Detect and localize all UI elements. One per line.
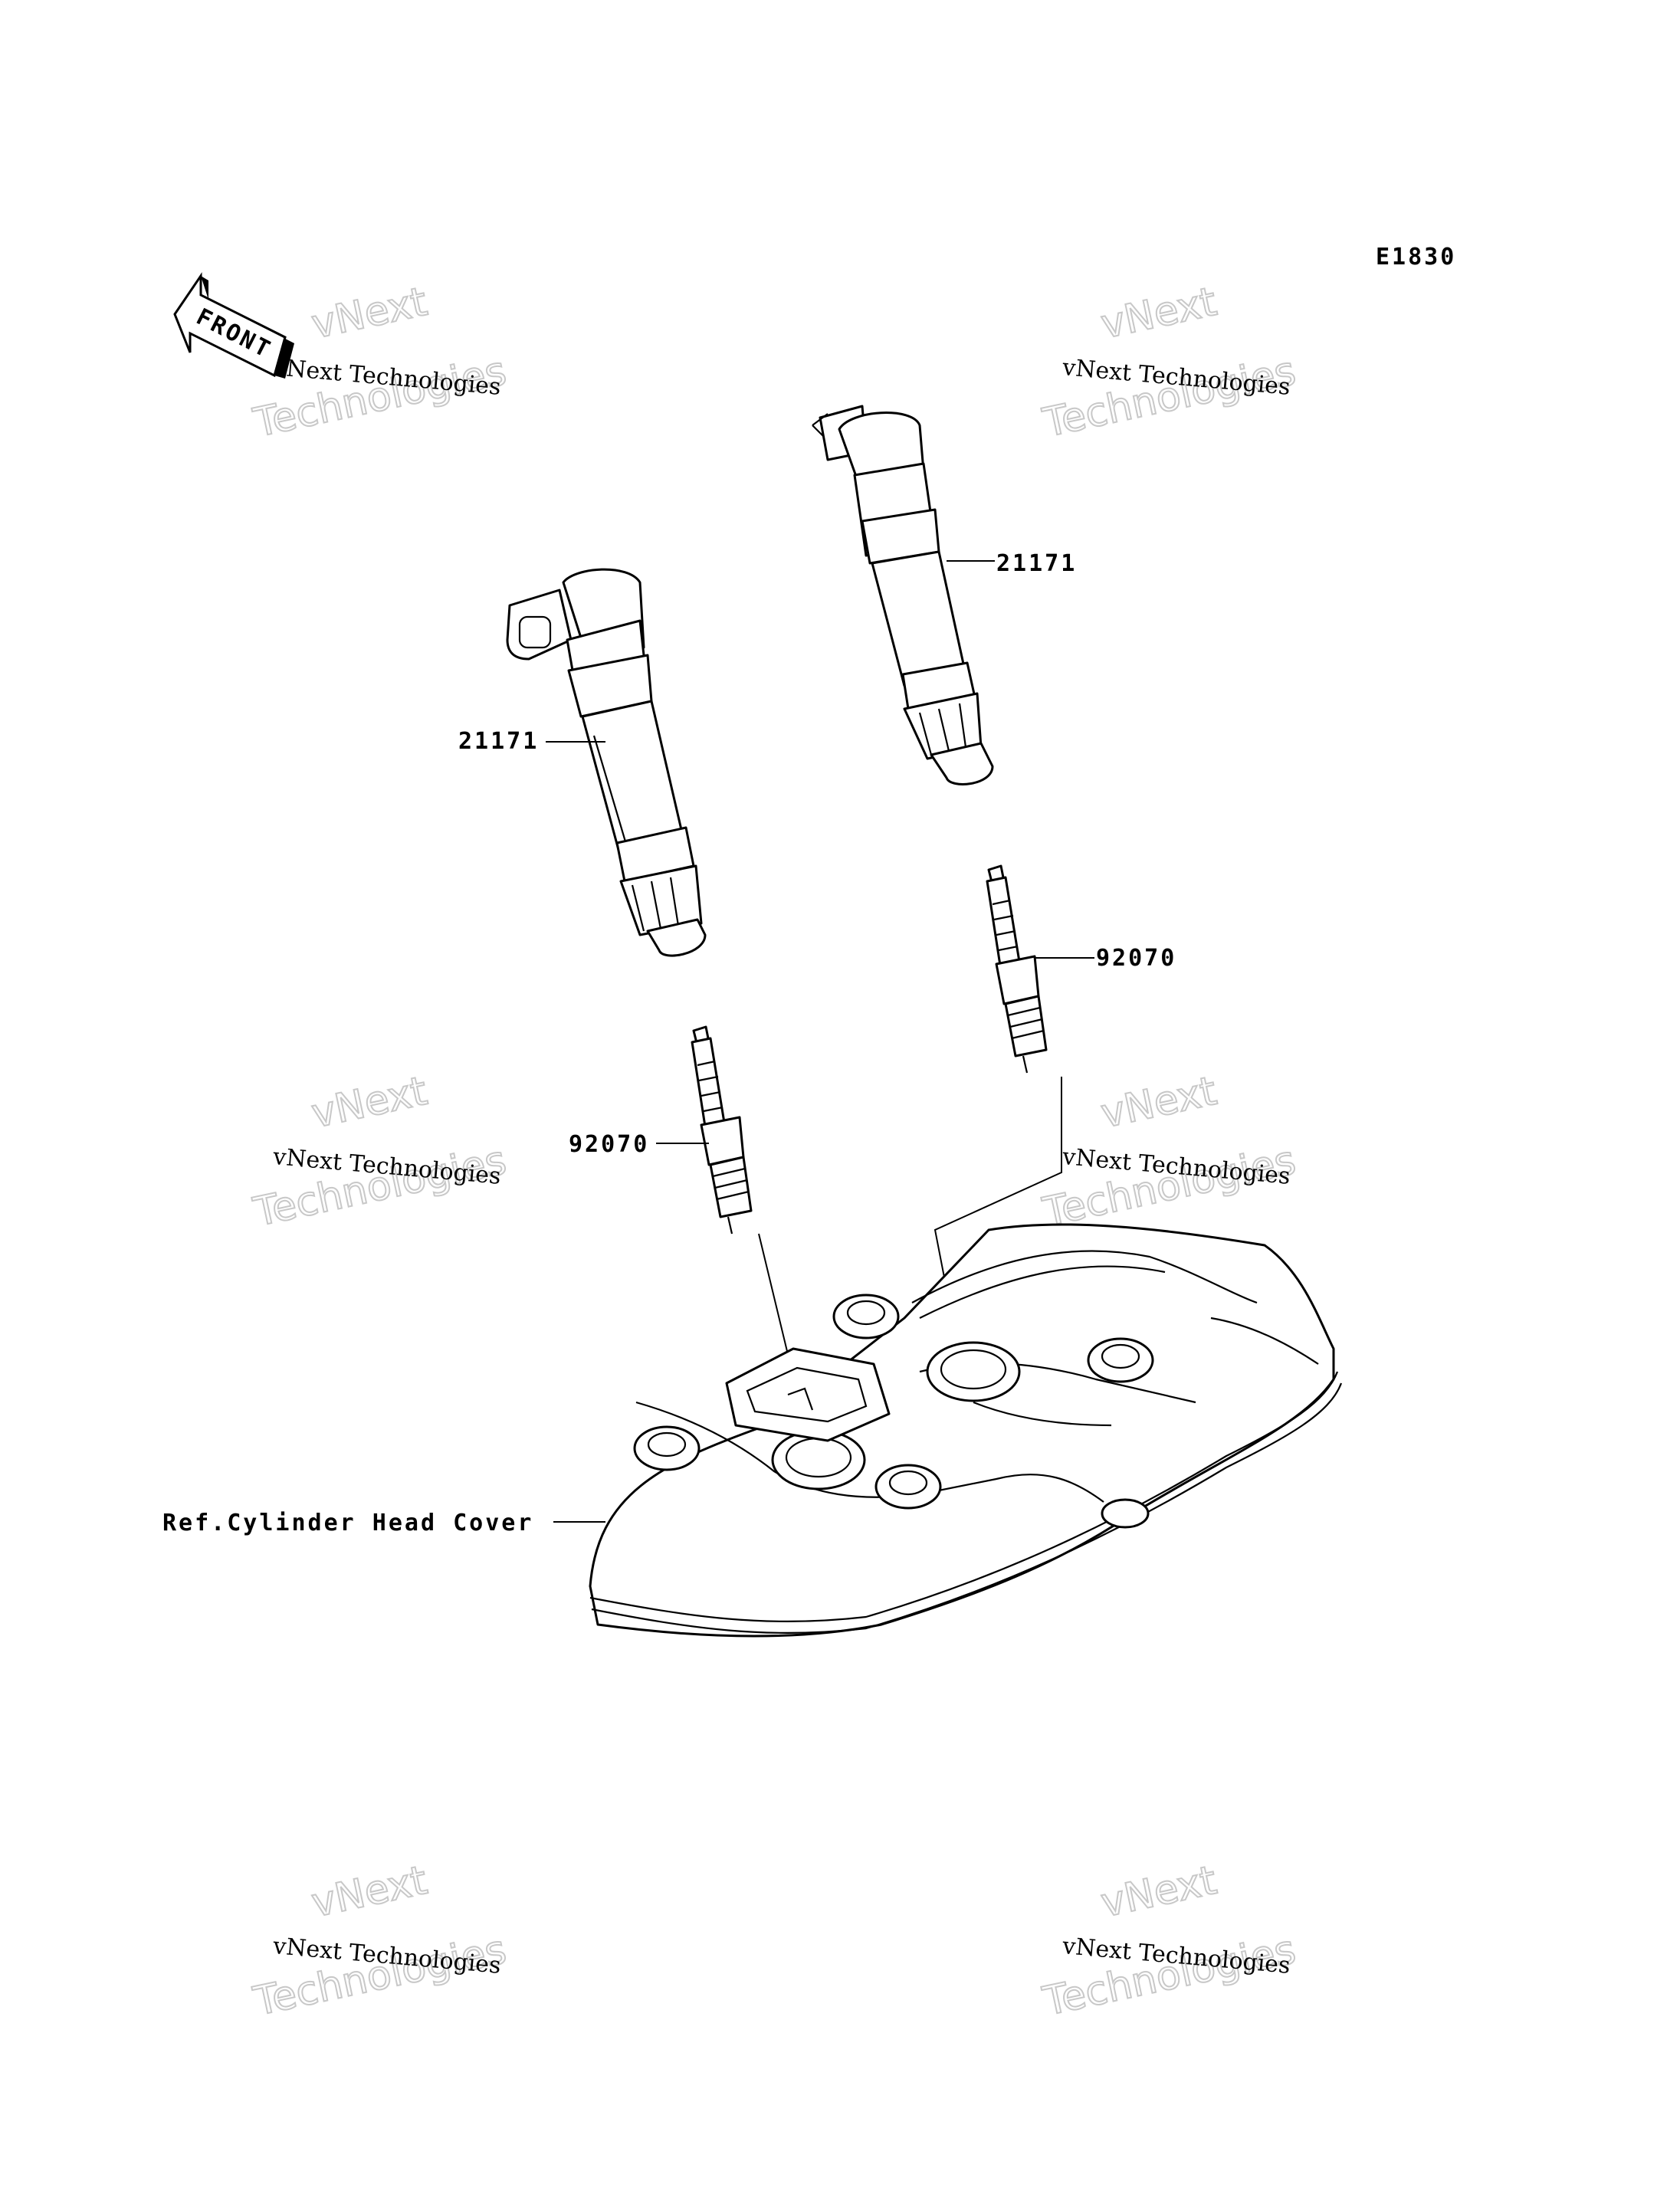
watermark-line2: vNext [1097,279,1220,348]
part-number-plug-right: 92070 [1096,945,1176,972]
watermark-line2: vNext [307,1068,431,1137]
bolt-boss [874,1464,942,1510]
ignition-coil-right [812,405,994,785]
watermark-line2: vNext [307,1858,431,1926]
watermark: vNext Technologies vNext Technologies [1039,278,1301,448]
watermark-line2: vNext [1097,1858,1220,1926]
bolt-boss [832,1294,900,1340]
reference-label: Ref.Cylinder Head Cover [162,1510,533,1536]
watermark-line2: vNext [1097,1068,1220,1137]
diagram-code: E1830 [1376,244,1456,271]
bolt-boss [1101,1498,1150,1529]
part-number-plug-left: 92070 [569,1131,649,1158]
watermark: vNext Technologies vNext Technologies [249,278,511,448]
watermark: vNext Technologies vNext Technologies [1039,1067,1301,1237]
part-number-coil-right: 21171 [996,550,1077,577]
watermark-group: vNext Technologies vNext Technologies vN… [249,278,1301,2026]
watermark-line2: vNext [307,279,431,348]
front-arrow-icon: FRONT [173,272,294,379]
plug-hole-right [926,1341,1021,1402]
spark-plug-left [691,1025,753,1235]
ignition-coil-left [506,568,707,957]
bolt-boss [1087,1337,1154,1383]
bolt-boss [633,1425,701,1471]
cylinder-head-cover [589,1223,1343,1638]
watermark: vNext Technologies vNext Technologies [1039,1857,1301,2026]
watermark: vNext Technologies vNext Technologies [249,1857,511,2026]
spark-plug-right [986,864,1048,1074]
watermark: vNext Technologies vNext Technologies [249,1067,511,1237]
part-number-coil-left: 21171 [458,728,539,755]
